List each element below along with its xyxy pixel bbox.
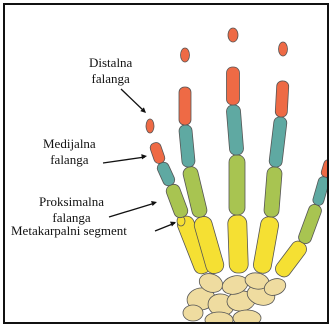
distal-phalanx-label-line1: Distalna <box>89 55 132 71</box>
proximal-pointer-arrow <box>151 201 157 206</box>
metacarpal-bones <box>175 214 309 280</box>
little-metacarpal <box>273 238 310 280</box>
medial-pointer-arrow <box>141 154 147 159</box>
distal-phalanx-label-line2: falanga <box>89 71 132 87</box>
index-distal-tip <box>181 48 190 62</box>
ring-proximal-phalanx <box>264 166 283 217</box>
medial-pointer-line <box>103 157 145 163</box>
medial-phalanx-label: Medijalna falanga <box>43 136 96 168</box>
label-pointers <box>103 89 176 231</box>
medial-phalanx-label-line2: falanga <box>43 152 96 168</box>
little-distal-phalanx <box>320 159 329 179</box>
proximal-pointer-line <box>109 203 155 217</box>
middle-medial-phalanx <box>226 104 244 155</box>
index-distal-phalanx <box>179 87 191 125</box>
little-medial-phalanx <box>312 176 329 207</box>
carpal-bones <box>183 270 288 324</box>
distal-pointer-line <box>121 89 145 112</box>
thumb-distal-tip <box>146 119 154 133</box>
middle-distal-tip <box>228 28 238 42</box>
carpal-bone <box>183 305 203 321</box>
medial-phalanx-label-line1: Medijalna <box>43 136 96 152</box>
middle-proximal-phalanx <box>229 155 245 215</box>
thumb-proximal-phalanx <box>164 183 189 220</box>
ring-distal-phalanx <box>275 81 289 118</box>
ring-distal-tip <box>279 42 288 56</box>
carpal-bone <box>233 310 261 324</box>
middle-distal-phalanx <box>227 67 240 105</box>
index-medial-phalanx <box>179 124 196 167</box>
ring-medial-phalanx <box>269 116 288 168</box>
little-proximal-phalanx <box>297 203 323 245</box>
ring-metacarpal <box>252 215 280 274</box>
metacarpal-label: Metakarpalni segment <box>11 223 127 239</box>
proximal-phalanx-label-line1: Proksimalna <box>39 194 104 210</box>
thumb-medial-phalanx <box>156 160 177 187</box>
distal-phalanx-label: Distalna falanga <box>89 55 132 87</box>
proximal-phalanx-label: Proksimalna falanga <box>39 194 104 226</box>
middle-metacarpal <box>228 215 249 274</box>
thumb-distal-phalanx <box>149 141 166 165</box>
diagram-frame: Distalna falanga Medijalna falanga Proks… <box>3 3 329 324</box>
metacarpal-label-line1: Metakarpalni segment <box>11 223 127 239</box>
